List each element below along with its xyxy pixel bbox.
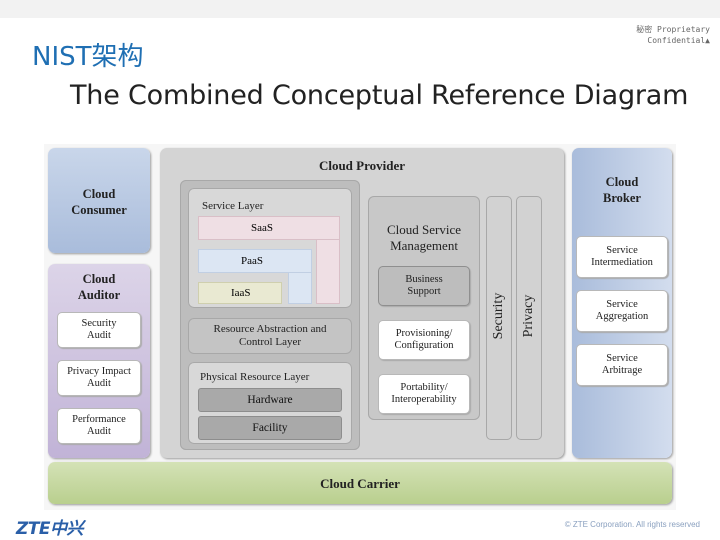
privacy-impact-audit-box: Privacy Impact Audit: [57, 360, 141, 396]
business-support-label: Business Support: [405, 274, 443, 297]
cloud-carrier-box: Cloud Carrier: [48, 462, 672, 504]
top-bar: [0, 0, 720, 18]
cloud-consumer-box: Cloud Consumer: [48, 148, 150, 253]
cloud-consumer-title: Cloud Consumer: [71, 187, 127, 217]
service-arbitrage-box: Service Arbitrage: [576, 344, 668, 386]
iaas-box: IaaS: [198, 282, 282, 304]
performance-audit-box: Performance Audit: [57, 408, 141, 444]
paas-label: PaaS: [241, 255, 263, 267]
performance-audit-label: Performance Audit: [72, 414, 126, 437]
facility-box: Facility: [198, 416, 342, 440]
section-title: NIST架构: [32, 42, 144, 72]
zte-logo: ZTE中兴: [16, 519, 84, 539]
privacy-impact-audit-label: Privacy Impact Audit: [67, 366, 131, 389]
privacy-column: Privacy: [516, 196, 542, 440]
physical-resource-layer-box: Physical Resource Layer Hardware Facilit…: [188, 362, 352, 444]
cloud-provider-title: Cloud Provider: [318, 158, 406, 173]
cloud-service-management-title: Cloud Service Management: [386, 222, 461, 253]
copyright-text: © ZTE Corporation. All rights reserved: [564, 520, 700, 529]
service-layer-label: Service Layer: [202, 200, 264, 212]
security-audit-box: Security Audit: [57, 312, 141, 348]
saas-box: SaaS: [198, 216, 340, 240]
cloud-service-management-box: Cloud Service Management Business Suppor…: [368, 196, 480, 420]
service-aggregation-label: Service Aggregation: [595, 299, 649, 322]
cloud-broker-box: Cloud Broker Service Intermediation Serv…: [572, 148, 672, 458]
portability-interoperability-label: Portability/ Interoperability: [391, 382, 457, 405]
business-support-box: Business Support: [378, 266, 470, 306]
service-intermediation-label: Service Intermediation: [591, 245, 653, 268]
service-aggregation-box: Service Aggregation: [576, 290, 668, 332]
confidentiality-line: Confidential▲: [647, 36, 710, 45]
security-audit-label: Security Audit: [81, 318, 117, 341]
service-arbitrage-label: Service Arbitrage: [601, 353, 643, 376]
hardware-box: Hardware: [198, 388, 342, 412]
cloud-broker-title: Cloud Broker: [603, 175, 641, 205]
security-label: Security: [491, 292, 506, 340]
resource-abstraction-box: Resource Abstraction and Control Layer: [188, 318, 352, 354]
portability-interoperability-box: Portability/ Interoperability: [378, 374, 470, 414]
provisioning-configuration-box: Provisioning/ Configuration: [378, 320, 470, 360]
cloud-auditor-title: Cloud Auditor: [77, 272, 121, 302]
security-column: Security: [486, 196, 512, 440]
paas-box: PaaS: [198, 249, 312, 273]
slide-title: The Combined Conceptual Reference Diagra…: [70, 80, 689, 111]
physical-resource-layer-label: Physical Resource Layer: [200, 371, 310, 383]
provisioning-configuration-label: Provisioning/ Configuration: [394, 328, 454, 351]
resource-abstraction-label: Resource Abstraction and Control Layer: [213, 323, 327, 348]
confidentiality-label: 秘密 Proprietary Confidential▲: [600, 24, 710, 46]
confidentiality-line: 秘密 Proprietary: [636, 25, 710, 34]
service-intermediation-box: Service Intermediation: [576, 236, 668, 278]
cloud-auditor-box: Cloud Auditor Security Audit Privacy Imp…: [48, 264, 150, 458]
cloud-carrier-title: Cloud Carrier: [320, 476, 400, 491]
privacy-label: Privacy: [521, 294, 536, 338]
iaas-label: IaaS: [231, 287, 251, 299]
saas-label: SaaS: [251, 222, 273, 234]
